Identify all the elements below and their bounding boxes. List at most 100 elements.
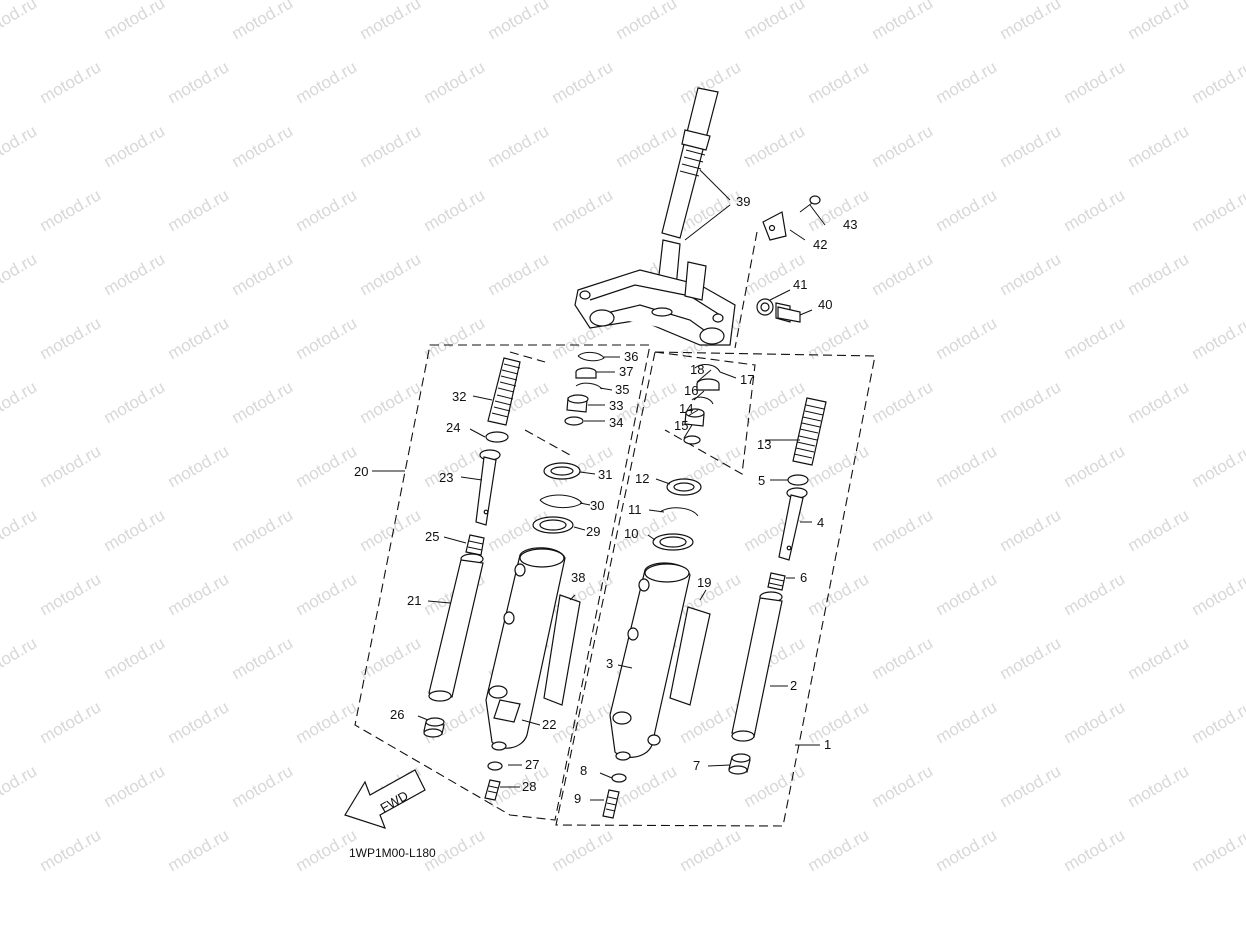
callout-38: 38 bbox=[571, 570, 585, 585]
watermark-text: motod.ru bbox=[357, 249, 425, 299]
watermark-text: motod.ru bbox=[229, 761, 297, 811]
callout-43: 43 bbox=[843, 217, 857, 232]
left-damper-rod bbox=[475, 449, 501, 526]
stem-bolt bbox=[775, 302, 801, 323]
watermark-text: motod.ru bbox=[165, 313, 233, 363]
right-washer bbox=[652, 533, 694, 551]
watermark-text: motod.ru bbox=[933, 313, 1001, 363]
watermark-text: motod.ru bbox=[1125, 249, 1193, 299]
right-seal-clip bbox=[659, 507, 699, 517]
watermark-text: motod.ru bbox=[229, 633, 297, 683]
watermark-text: motod.ru bbox=[101, 0, 169, 43]
callout-19: 19 bbox=[697, 575, 711, 590]
left-oil-lock-piece bbox=[423, 717, 445, 738]
watermark-text: motod.ru bbox=[549, 697, 617, 747]
watermark-text: motod.ru bbox=[293, 441, 361, 491]
watermark-text: motod.ru bbox=[485, 249, 553, 299]
callout-5: 5 bbox=[758, 473, 765, 488]
watermark-text: motod.ru bbox=[869, 633, 937, 683]
right-oil-seal bbox=[666, 478, 702, 496]
watermark-text: motod.ru bbox=[1189, 569, 1246, 619]
watermark-text: motod.ru bbox=[1125, 377, 1193, 427]
watermark-text: motod.ru bbox=[293, 313, 361, 363]
callout-36: 36 bbox=[624, 349, 638, 364]
watermark-text: motod.ru bbox=[997, 0, 1065, 43]
watermark-text: motod.ru bbox=[37, 313, 105, 363]
watermark-text: motod.ru bbox=[101, 121, 169, 171]
watermark-text: motod.ru bbox=[1061, 313, 1129, 363]
watermark-text: motod.ru bbox=[997, 633, 1065, 683]
callout-8: 8 bbox=[580, 763, 587, 778]
watermark-text: motod.ru bbox=[0, 505, 40, 555]
watermark-text: motod.ru bbox=[165, 57, 233, 107]
callout-35: 35 bbox=[615, 382, 629, 397]
watermark-text: motod.ru bbox=[0, 249, 40, 299]
watermark-text: motod.ru bbox=[37, 569, 105, 619]
watermark-text: motod.ru bbox=[1061, 185, 1129, 235]
watermark-text: motod.ru bbox=[357, 377, 425, 427]
watermark-text: motod.ru bbox=[165, 185, 233, 235]
watermark-text: motod.ru bbox=[293, 569, 361, 619]
watermark-text: motod.ru bbox=[165, 825, 233, 875]
callout-6: 6 bbox=[800, 570, 807, 585]
watermark-text: motod.ru bbox=[421, 57, 489, 107]
leader-lines bbox=[372, 169, 826, 801]
watermark-text: motod.ru bbox=[933, 185, 1001, 235]
callout-13: 13 bbox=[757, 437, 771, 452]
right-oil-lock-piece bbox=[728, 753, 751, 775]
callout-27: 27 bbox=[525, 757, 539, 772]
watermark-text: motod.ru bbox=[357, 633, 425, 683]
watermark-text: motod.ru bbox=[805, 825, 873, 875]
watermark-text: motod.ru bbox=[997, 505, 1065, 555]
watermark-text: motod.ru bbox=[357, 121, 425, 171]
callout-40: 40 bbox=[818, 297, 832, 312]
watermark-text: motod.ru bbox=[997, 377, 1065, 427]
watermark-text: motod.ru bbox=[1189, 441, 1246, 491]
watermark-text: motod.ru bbox=[613, 121, 681, 171]
watermark-text: motod.ru bbox=[1061, 569, 1129, 619]
right-fork-spring bbox=[792, 397, 827, 466]
left-oil-seal bbox=[543, 462, 581, 480]
right-bottom-bolt bbox=[602, 789, 620, 819]
watermark-text: motod.ru bbox=[1061, 57, 1129, 107]
watermark-text: motod.ru bbox=[549, 57, 617, 107]
watermark-text: motod.ru bbox=[101, 377, 169, 427]
callout-31: 31 bbox=[598, 467, 612, 482]
callout-12: 12 bbox=[635, 471, 649, 486]
watermark-text: motod.ru bbox=[293, 57, 361, 107]
watermark-text: motod.ru bbox=[1125, 761, 1193, 811]
watermark-text: motod.ru bbox=[37, 441, 105, 491]
watermark-text: motod.ru bbox=[485, 121, 553, 171]
watermark-text: motod.ru bbox=[1061, 825, 1129, 875]
callout-29: 29 bbox=[586, 524, 600, 539]
callout-11: 11 bbox=[628, 502, 642, 517]
watermark-text: motod.ru bbox=[37, 185, 105, 235]
callout-10: 10 bbox=[624, 526, 638, 541]
callout-17: 17 bbox=[740, 372, 754, 387]
callout-15: 15 bbox=[674, 418, 688, 433]
watermark-text: motod.ru bbox=[229, 249, 297, 299]
callout-24: 24 bbox=[446, 420, 460, 435]
left-inner-tube bbox=[428, 553, 484, 702]
watermark-text: motod.ru bbox=[997, 761, 1065, 811]
watermark-text: motod.ru bbox=[1061, 697, 1129, 747]
left-rebound-spring bbox=[465, 534, 485, 556]
callout-42: 42 bbox=[813, 237, 827, 252]
callout-20: 20 bbox=[354, 464, 368, 479]
watermark-text: motod.ru bbox=[165, 697, 233, 747]
callout-39: 39 bbox=[736, 194, 750, 209]
watermark-text: motod.ru bbox=[1125, 121, 1193, 171]
callout-16: 16 bbox=[684, 383, 698, 398]
watermark-text: motod.ru bbox=[741, 0, 809, 43]
watermark-text: motod.ru bbox=[229, 121, 297, 171]
circlip-35 bbox=[575, 382, 603, 390]
watermark-text: motod.ru bbox=[0, 377, 40, 427]
watermark-text: motod.ru bbox=[1061, 441, 1129, 491]
cap-37 bbox=[575, 367, 597, 379]
left-outer-tube bbox=[485, 547, 566, 751]
watermark-text: motod.ru bbox=[805, 569, 873, 619]
watermark-text: motod.ru bbox=[741, 761, 809, 811]
watermark-text: motod.ru bbox=[37, 57, 105, 107]
callout-labels: 39 43 42 41 40 36 37 35 33 34 31 30 29 3… bbox=[354, 194, 857, 806]
callout-34: 34 bbox=[609, 415, 623, 430]
